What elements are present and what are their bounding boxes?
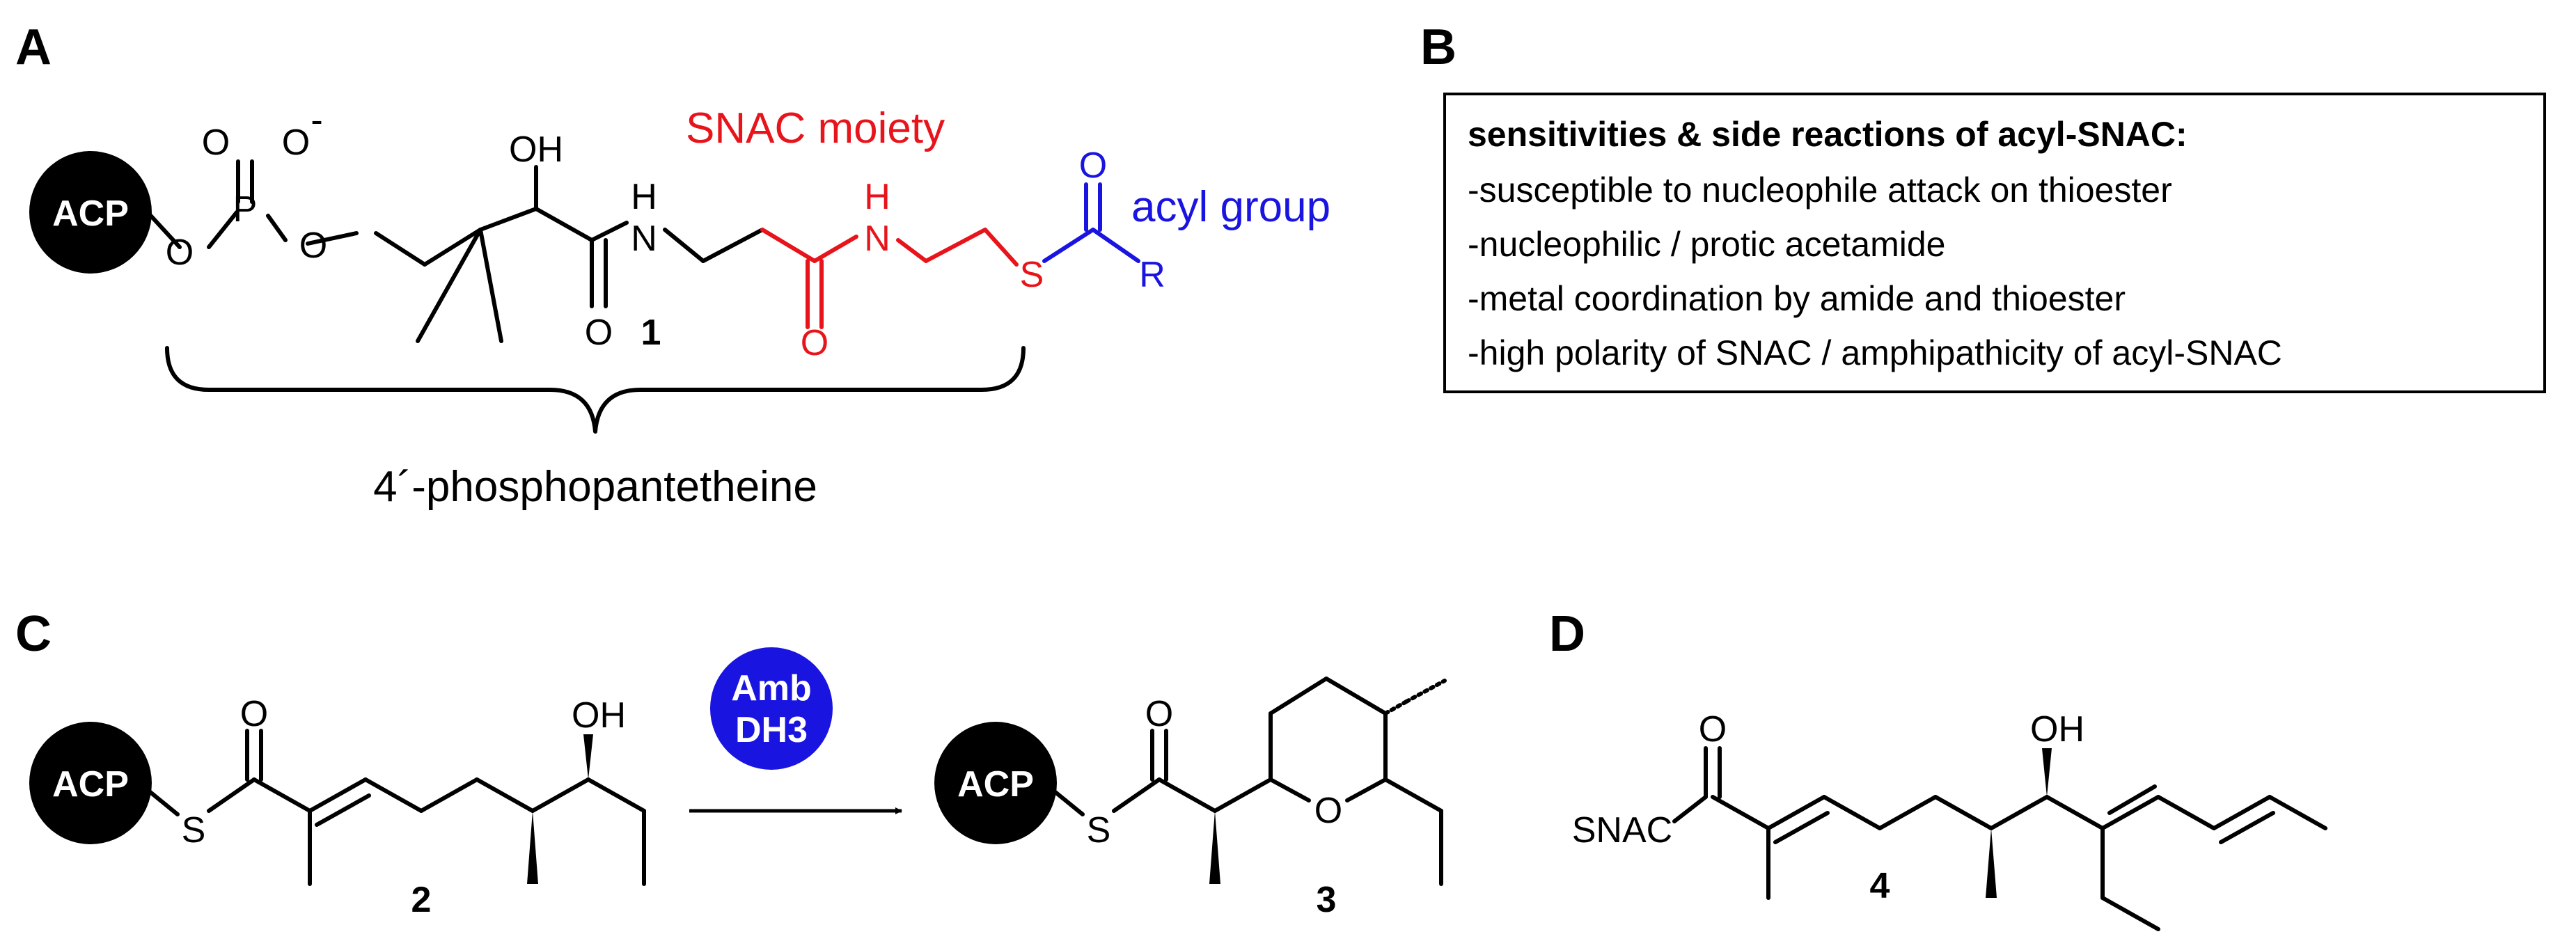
atom-o-c3: O — [1145, 694, 1173, 734]
atom-h-amide2: H — [864, 177, 890, 217]
panel-a-letter: A — [15, 19, 52, 75]
compound-4-bonds — [1672, 746, 2327, 931]
atom-oh: OH — [509, 129, 563, 170]
compound-2-bonds — [146, 729, 646, 886]
snac-moiety-bonds — [760, 228, 1019, 329]
panel-d: D SNAC O OH 4 — [1549, 606, 2327, 931]
atom-o-ring-c3: O — [1314, 791, 1342, 831]
sensitivity-item-2: -nucleophilic / protic acetamide — [1468, 225, 1945, 264]
enzyme-label-line2: DH3 — [735, 710, 808, 750]
panel-d-letter: D — [1549, 606, 1585, 662]
atom-o-double: O — [202, 122, 230, 163]
atom-o-d: O — [1699, 709, 1727, 750]
sensitivity-item-3: -metal coordination by amide and thioest… — [1468, 279, 2126, 318]
acp-label-c-product: ACP — [957, 764, 1034, 805]
acyl-group-label: acyl group — [1131, 183, 1330, 231]
atom-h-amide1: H — [631, 177, 657, 217]
atom-o-c2: O — [240, 694, 268, 734]
pantetheine-brace — [165, 346, 1026, 434]
atom-s-thioester: S — [1020, 255, 1044, 295]
acp-ball-c-start: ACP — [29, 722, 152, 844]
atom-o-thioester: O — [1079, 145, 1107, 186]
atom-r: R — [1139, 255, 1165, 295]
atom-n-amide2: N — [864, 219, 890, 259]
compound-1-label: 1 — [641, 313, 661, 353]
enzyme-badge: Amb DH3 — [710, 647, 833, 770]
panel-b: B sensitivities & side reactions of acyl… — [1420, 19, 2546, 393]
sensitivity-heading: sensitivities & side reactions of acyl-S… — [1468, 115, 2188, 154]
atom-o-ester2: O — [299, 226, 327, 266]
snac-label-d: SNAC — [1572, 810, 1672, 851]
panel-c: C ACP S O OH 2 — [15, 606, 1447, 920]
pantetheine-label: 4´-phosphopantetheine — [373, 463, 817, 511]
acp-ball-a: ACP — [29, 151, 152, 274]
atom-oh-d: OH — [2030, 709, 2084, 750]
atom-oh-c2: OH — [572, 695, 626, 736]
sensitivity-item-4: -high polarity of SNAC / amphipathicity … — [1468, 333, 2282, 372]
acp-ball-c-product: ACP — [934, 722, 1057, 844]
sensitivity-box — [1443, 93, 2546, 393]
atom-o-amide2: O — [801, 323, 828, 363]
acp-label-a: ACP — [52, 193, 129, 234]
enzyme-label-line1: Amb — [731, 668, 812, 709]
panel-b-letter: B — [1420, 19, 1456, 75]
compound-3-label: 3 — [1317, 880, 1337, 920]
atom-o-minus: O — [282, 122, 310, 163]
snac-moiety-label: SNAC moiety — [686, 104, 945, 152]
atom-n-amide1: N — [631, 219, 657, 259]
panel-a: A ACP — [15, 19, 1330, 511]
compound-4-label: 4 — [1870, 866, 1890, 906]
atom-minus-charge: - — [311, 100, 322, 141]
panel-c-letter: C — [15, 606, 52, 662]
compound-2-label: 2 — [411, 880, 432, 920]
atom-p: P — [233, 189, 258, 230]
atom-o-ester1: O — [166, 232, 194, 273]
acp-label-c-start: ACP — [52, 764, 129, 805]
compound-3-bonds — [1051, 677, 1447, 886]
sensitivity-item-1: -susceptible to nucleophile attack on th… — [1468, 171, 2172, 209]
atom-s-c3: S — [1087, 810, 1111, 851]
atom-o-amide1: O — [585, 313, 613, 353]
acyl-group-bonds — [1042, 182, 1140, 263]
atom-s-c2: S — [182, 810, 206, 851]
pantetheine-backbone — [146, 159, 764, 343]
